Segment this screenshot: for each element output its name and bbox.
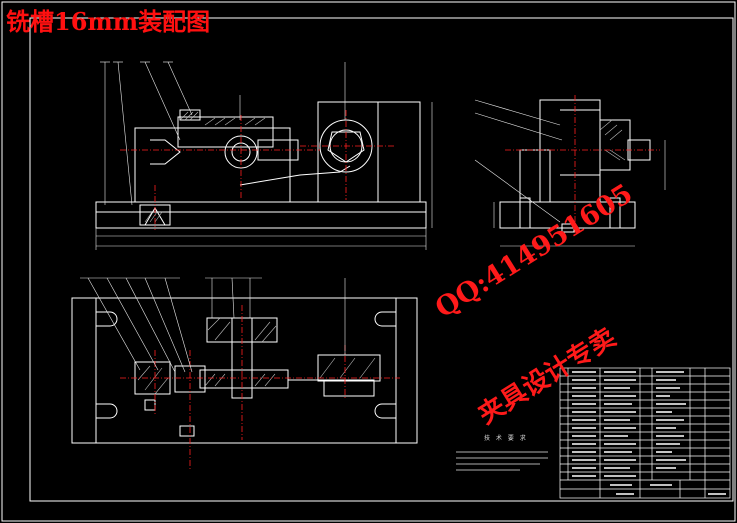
top-view <box>71 297 418 444</box>
tech-requirements-heading: 技 术 要 求 <box>484 435 528 442</box>
tech-requirements-lines <box>456 451 548 471</box>
parts-list-text-marks <box>572 371 726 495</box>
parts-list-table <box>559 367 731 499</box>
top-slot-bl <box>96 403 118 419</box>
top-centerlines <box>120 305 400 470</box>
front-body <box>134 127 291 203</box>
side-dimensions <box>474 99 666 247</box>
side-hatch <box>599 119 626 161</box>
front-dimensions <box>95 61 433 250</box>
top-dimensions <box>80 277 346 373</box>
side-body <box>539 99 601 203</box>
top-hatch <box>137 317 376 395</box>
top-slot-tr <box>374 311 396 327</box>
front-housing <box>317 101 379 203</box>
top-slot-br <box>374 403 396 419</box>
front-centerlines <box>120 110 395 230</box>
top-housing <box>317 354 381 382</box>
top-slot-tl <box>96 311 118 327</box>
front-clamp-block <box>177 116 274 148</box>
side-centerlines <box>505 95 660 235</box>
front-view-hatch <box>144 111 266 223</box>
sheet-inner-border <box>29 17 734 502</box>
drawing-title: 铣槽16mm装配图 <box>6 7 211 36</box>
